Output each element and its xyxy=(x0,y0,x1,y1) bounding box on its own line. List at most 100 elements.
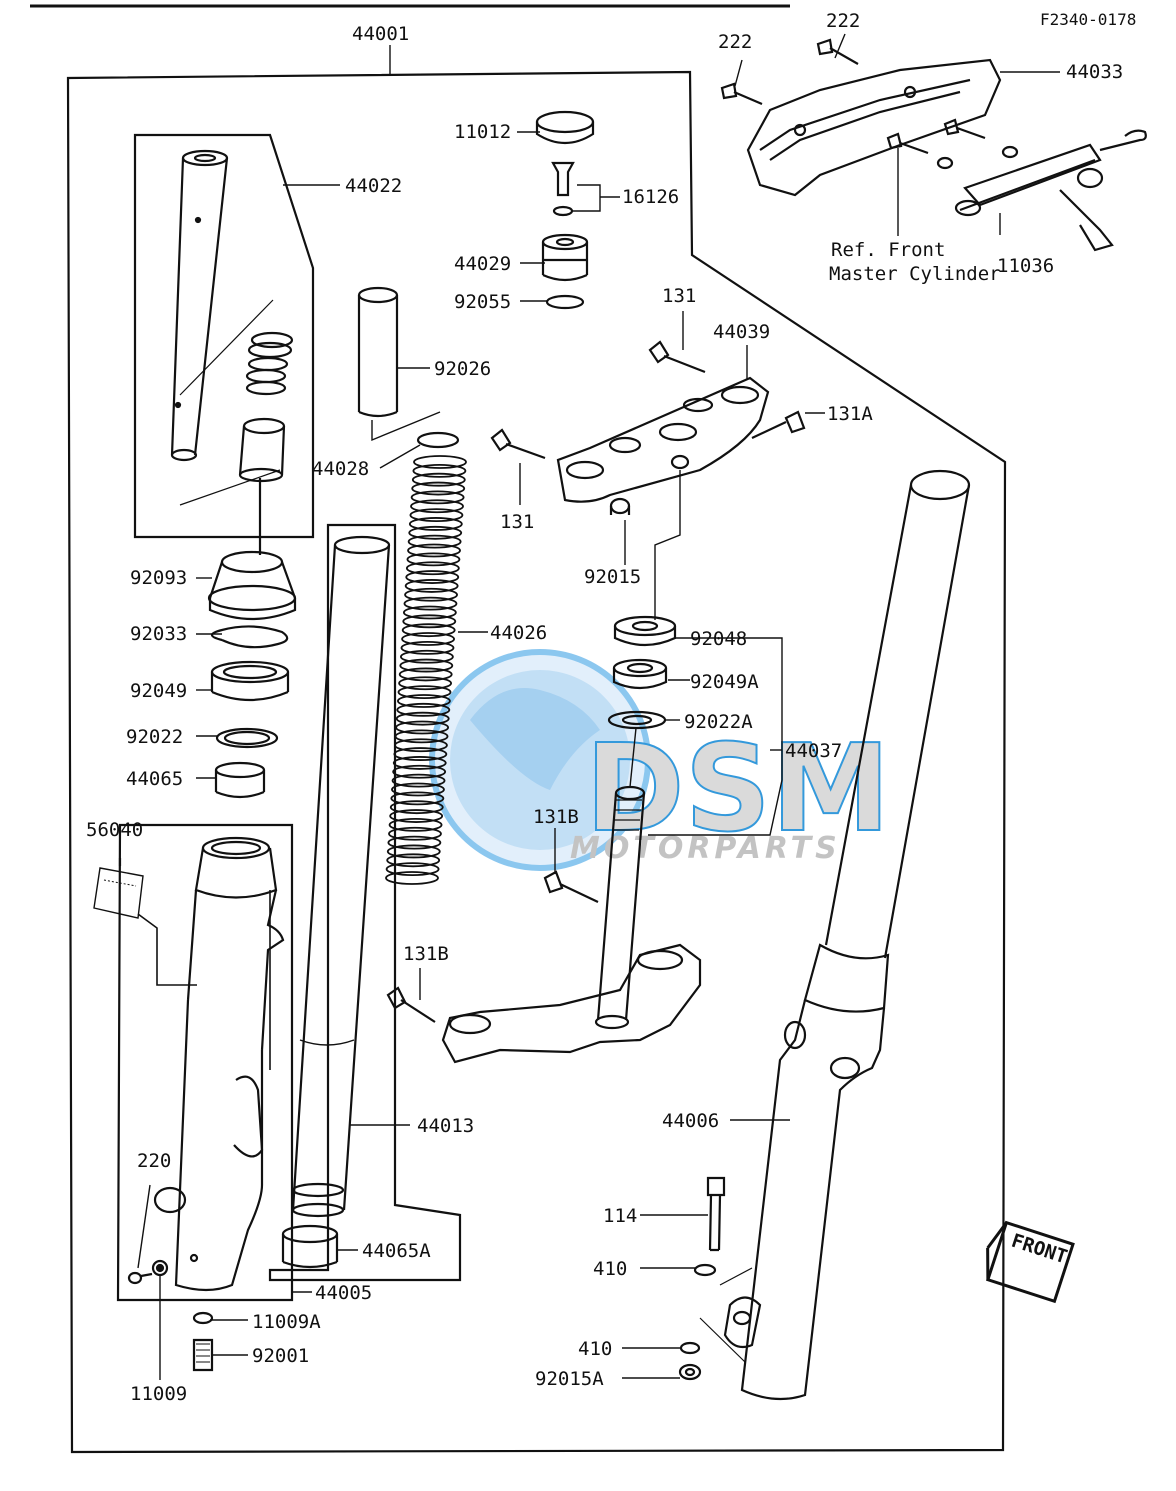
label-410-upper: 410 xyxy=(593,1258,627,1280)
part-44026-fork-spring xyxy=(385,455,467,885)
label-11012: 11012 xyxy=(454,121,511,143)
label-11009A: 11009A xyxy=(252,1311,321,1333)
label-56040: 56040 xyxy=(86,819,143,841)
part-44037-stem-bracket xyxy=(441,785,702,1064)
ref-master-cylinder-label: Master Cylinder xyxy=(829,263,1001,285)
label-131B-lower: 131B xyxy=(403,943,449,965)
part-44039-upper-bracket xyxy=(556,376,770,503)
label-92048: 92048 xyxy=(690,628,747,650)
label-92015: 92015 xyxy=(584,566,641,588)
part-11036-handlebar xyxy=(954,129,1147,252)
label-44037: 44037 xyxy=(785,740,842,762)
label-92033: 92033 xyxy=(130,623,187,645)
guide-lines xyxy=(179,299,281,506)
part-spring-small xyxy=(238,331,294,483)
subassembly-box-44022 xyxy=(133,133,315,539)
part-92015A-nut xyxy=(678,1363,702,1381)
label-131-top: 131 xyxy=(662,285,696,307)
part-92001-bolt xyxy=(192,1338,214,1372)
part-92049-oil-seal xyxy=(210,660,290,702)
label-92093: 92093 xyxy=(130,567,187,589)
leader xyxy=(137,1184,151,1269)
leader xyxy=(654,470,681,620)
part-131B-bolt-upper xyxy=(543,870,599,903)
part-92026-spacer xyxy=(357,286,399,418)
part-11009A-washer xyxy=(192,1311,214,1325)
leader xyxy=(629,727,637,788)
watermark: DSM MOTORPARTS xyxy=(429,649,891,871)
label-44022: 44022 xyxy=(345,175,402,197)
leader xyxy=(371,411,441,442)
part-131B-bolt-lower xyxy=(386,986,436,1023)
label-92022A: 92022A xyxy=(684,711,753,733)
label-114: 114 xyxy=(603,1205,637,1227)
part-410-washer-upper xyxy=(693,1263,717,1277)
part-92055-o-ring xyxy=(545,294,585,310)
label-44006: 44006 xyxy=(662,1110,719,1132)
label-220: 220 xyxy=(137,1150,171,1172)
part-44028-washer xyxy=(416,431,460,449)
label-131A: 131A xyxy=(827,403,873,425)
part-92093-dust-seal xyxy=(207,550,297,621)
label-131-left: 131 xyxy=(500,511,534,533)
label-44005: 44005 xyxy=(315,1282,372,1304)
label-92022: 92022 xyxy=(126,726,183,748)
front-label: FRONT xyxy=(1009,1230,1070,1269)
part-131-bolt-left xyxy=(490,428,546,460)
label-44026: 44026 xyxy=(490,622,547,644)
part-11012-cap xyxy=(535,110,595,145)
part-410-washer-lower xyxy=(679,1341,701,1355)
part-44006-fork-leg xyxy=(723,469,971,1401)
part-44013-inner-tube xyxy=(291,535,391,1218)
label-44001: 44001 xyxy=(352,23,409,45)
part-44022-damper-rod xyxy=(170,149,229,462)
part-16126-valve xyxy=(551,161,575,217)
label-44029: 44029 xyxy=(454,253,511,275)
part-131-bolt-top xyxy=(648,340,706,374)
label-44033: 44033 xyxy=(1066,61,1123,83)
part-56040-label xyxy=(93,867,144,919)
label-222-right: 222 xyxy=(826,10,860,32)
label-44065: 44065 xyxy=(126,768,183,790)
assembly-outline xyxy=(66,70,1007,1454)
part-92048-cone xyxy=(613,615,677,647)
label-410-lower: 410 xyxy=(578,1338,612,1360)
label-11036: 11036 xyxy=(997,255,1054,277)
leader xyxy=(699,1267,753,1363)
subassembly-box-44005 xyxy=(116,823,294,1302)
part-11009-washer xyxy=(151,1259,169,1277)
label-11009: 11009 xyxy=(130,1383,187,1405)
label-92001: 92001 xyxy=(252,1345,309,1367)
label-16126: 16126 xyxy=(622,186,679,208)
label-92015A: 92015A xyxy=(535,1368,604,1390)
label-leaders xyxy=(196,33,1060,1379)
label-131B-upper: 131B xyxy=(533,806,579,828)
part-131A-bolt xyxy=(751,410,806,439)
part-44065-bushing xyxy=(214,761,266,799)
leader xyxy=(137,913,197,986)
part-92033-clip xyxy=(210,625,289,649)
watermark-main: DSM xyxy=(585,720,890,859)
front-arrow-icon xyxy=(985,1220,1075,1304)
part-222-screw-2 xyxy=(816,38,859,65)
label-92049: 92049 xyxy=(130,680,187,702)
watermark-sub: MOTORPARTS xyxy=(570,831,841,866)
label-44028: 44028 xyxy=(312,458,369,480)
labels: F2340-0178 44001 44022 11012 16126 44029… xyxy=(86,10,1136,1405)
part-220-screw xyxy=(127,1271,153,1285)
part-44065A-bushing xyxy=(281,1224,339,1269)
part-92049A-bearing xyxy=(612,658,668,690)
part-44029-fork-cap xyxy=(541,233,589,282)
label-44039: 44039 xyxy=(713,321,770,343)
part-92015-nut xyxy=(609,497,631,515)
part-222-screw-1 xyxy=(720,82,763,106)
ref-front-label: Ref. Front xyxy=(831,239,945,261)
label-44065A: 44065A xyxy=(362,1240,431,1262)
part-44033-handlebar-cover xyxy=(746,58,1002,197)
label-92026: 92026 xyxy=(434,358,491,380)
label-44013: 44013 xyxy=(417,1115,474,1137)
label-222-left: 222 xyxy=(718,31,752,53)
part-bolt-set xyxy=(886,118,1019,170)
